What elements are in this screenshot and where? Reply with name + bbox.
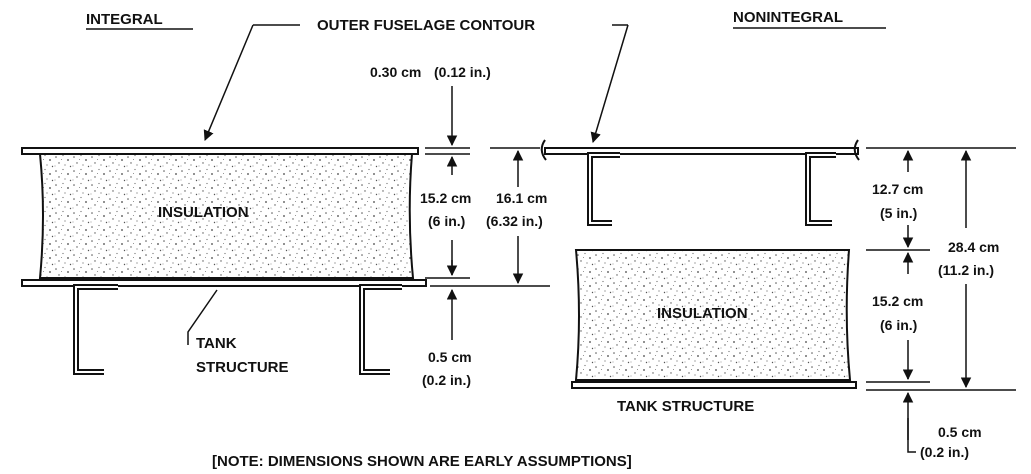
nonintegral-tank-skin — [571, 381, 857, 389]
outer-contour-label: OUTER FUSELAGE CONTOUR — [317, 17, 535, 34]
nonintegral-total-dim-cm: 28.4 cm — [948, 239, 999, 255]
skin-break-left — [540, 139, 547, 161]
integral-ins-dim-cm: 15.2 cm — [420, 190, 471, 206]
skin-break-right — [853, 139, 860, 161]
integral-stiffener-right — [359, 284, 402, 375]
contour-leader-right — [590, 24, 629, 144]
nonintegral-insulation-label: INSULATION — [657, 305, 748, 322]
nonintegral-frame-left — [587, 152, 620, 226]
integral-skin-dim-cm: 0.30 cm — [370, 64, 421, 80]
integral-tank-dim-in: (0.2 in.) — [422, 372, 471, 388]
integral-title: INTEGRAL — [86, 11, 163, 28]
nonintegral-ins-dim-cm: 15.2 cm — [872, 293, 923, 309]
integral-insulation-block — [38, 153, 415, 279]
integral-insulation-label: INSULATION — [158, 204, 249, 221]
integral-tank-dim-cm: 0.5 cm — [428, 349, 472, 365]
gap-dim-cm: 12.7 cm — [872, 181, 923, 197]
nonintegral-ins-dim-in: (6 in.) — [880, 317, 917, 333]
nonintegral-total-dim-in: (11.2 in.) — [938, 262, 994, 278]
nonintegral-tank-dim-cm: 0.5 cm — [938, 424, 982, 440]
nonintegral-tank-dim-in: (0.2 in.) — [920, 444, 969, 460]
nonintegral-outer-skin — [544, 147, 859, 155]
integral-ins-dim-in: (6 in.) — [428, 213, 465, 229]
integral-tank-label-1: TANK — [196, 335, 237, 352]
integral-tank-leader — [187, 289, 218, 345]
nonintegral-tank-label: TANK STRUCTURE — [617, 398, 754, 415]
integral-skin-dim-in: (0.12 in.) — [434, 64, 491, 80]
integral-tank-skin — [21, 279, 427, 287]
nonintegral-insulation-block — [574, 249, 852, 381]
integral-total-dim-in: (6.32 in.) — [486, 213, 543, 229]
contour-leader-left — [203, 24, 254, 141]
integral-total-dim-cm: 16.1 cm — [496, 190, 547, 206]
integral-tank-label-2: STRUCTURE — [196, 359, 289, 376]
gap-dim-in: (5 in.) — [880, 205, 917, 221]
nonintegral-title: NONINTEGRAL — [733, 9, 843, 26]
nonintegral-frame-right — [805, 152, 836, 226]
integral-stiffener-left — [73, 284, 118, 375]
assumptions-note: [NOTE: DIMENSIONS SHOWN ARE EARLY ASSUMP… — [212, 453, 632, 470]
